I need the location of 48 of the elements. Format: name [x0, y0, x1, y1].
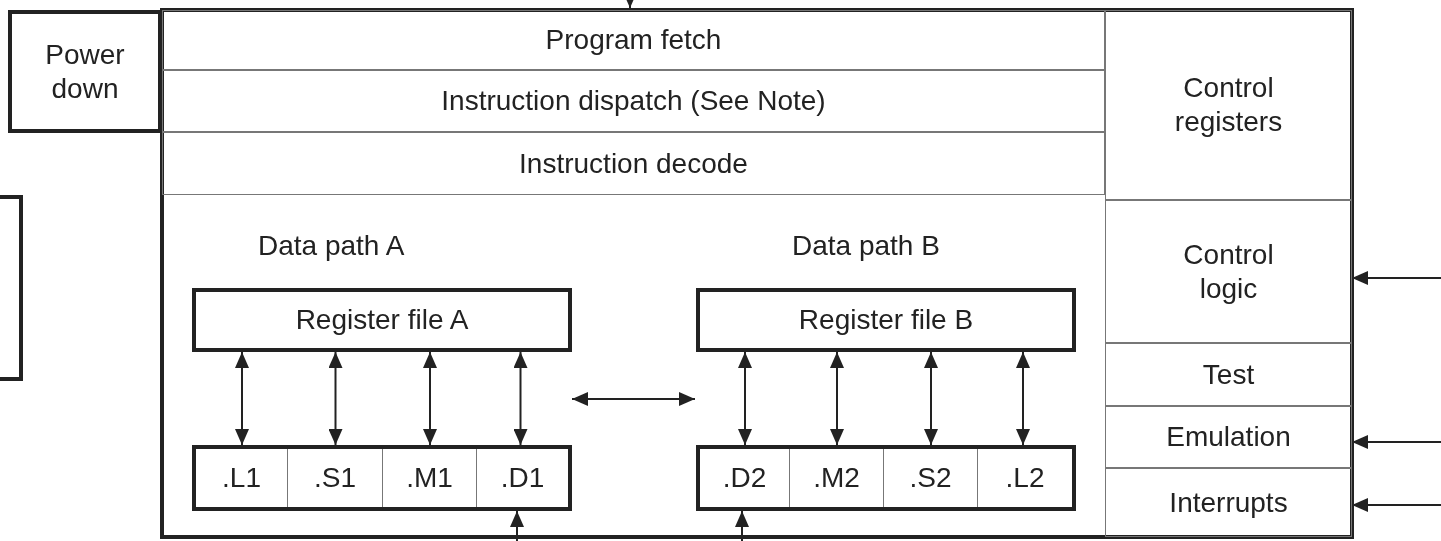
block-label: Control logic [1182, 237, 1275, 306]
arrow [738, 351, 752, 446]
block-label: Test [1202, 357, 1255, 392]
block-label: Power down [44, 37, 126, 106]
unit-band [1105, 406, 1352, 468]
unit-band [1105, 343, 1352, 406]
unit-label: .M2 [813, 461, 860, 495]
arrow [235, 351, 249, 446]
arrow [423, 351, 437, 446]
functional-unit-bar [696, 445, 1076, 511]
block-label: Program fetch [545, 23, 722, 57]
block-label: Instruction decode [519, 146, 748, 181]
block-label: Control registers [1173, 71, 1284, 139]
unit-label: .L1 [222, 461, 261, 495]
unit-label: .D2 [722, 461, 767, 495]
arrow [1016, 351, 1030, 446]
unit-label: .S2 [909, 461, 952, 495]
unit-band [162, 70, 1105, 132]
data-path-label: Data path A [258, 230, 405, 262]
data-path-label: Data path B [792, 230, 940, 262]
arrow [735, 510, 749, 541]
arrow [830, 351, 844, 446]
block-label: Emulation [1166, 420, 1291, 454]
unit-label: .L2 [1005, 461, 1045, 495]
unit-band [162, 10, 1105, 70]
unit-band [162, 132, 1105, 195]
block-label: Interrupts [1169, 485, 1288, 520]
unit-label: .M1 [406, 461, 453, 495]
unit-band [1105, 468, 1352, 537]
block-label: Instruction dispatch (See Note) [441, 84, 826, 118]
arrow [1351, 498, 1441, 512]
arrow [1351, 435, 1441, 449]
block-label: Register file A [295, 303, 469, 337]
functional-unit-bar [192, 445, 572, 511]
unit-band [1105, 200, 1352, 343]
arrow [510, 510, 524, 541]
unit-band [1105, 10, 1352, 200]
processor-block [160, 8, 1354, 539]
register-file-box [192, 288, 572, 352]
unit-label: .D1 [500, 461, 545, 495]
block-label: Register file B [798, 303, 974, 337]
unit-label: .S1 [314, 461, 356, 495]
register-file-box [696, 288, 1076, 352]
power-down-box [8, 10, 162, 133]
arrow [924, 351, 938, 446]
arrow [328, 351, 343, 446]
arrow [1351, 271, 1441, 285]
arrow [513, 351, 528, 446]
